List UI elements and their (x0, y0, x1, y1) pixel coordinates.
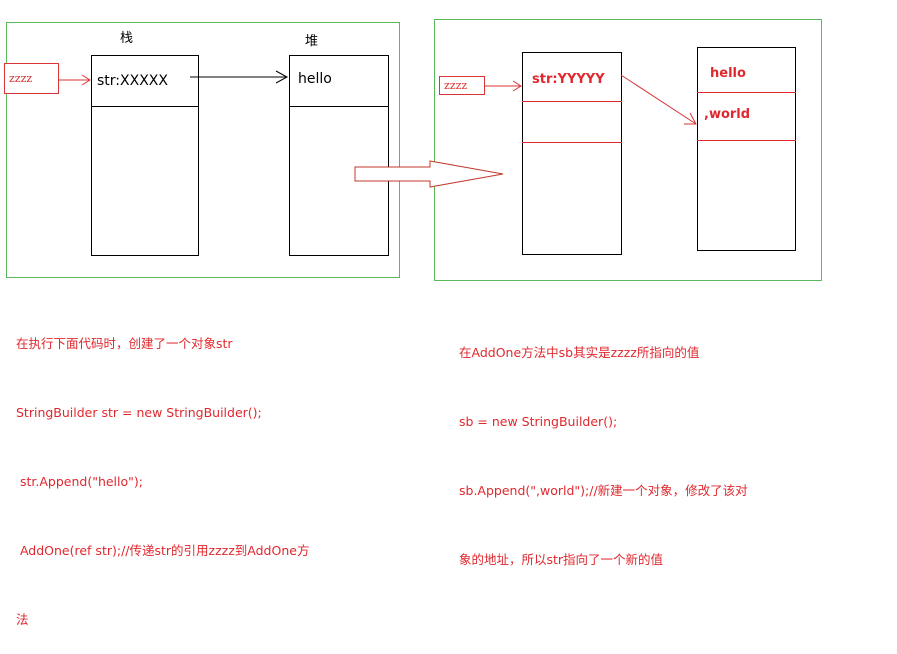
left-stack-box (91, 55, 199, 256)
left-heap-divider (289, 106, 389, 107)
right-caption-line: 在AddOne方法中sb其实是zzzz所指向的值 (459, 345, 700, 360)
right-pointer-arrow (620, 74, 697, 125)
right-heap-divider-2 (697, 140, 796, 141)
left-panel (6, 22, 400, 278)
left-caption-line: 在执行下面代码时，创建了一个对象str (16, 336, 233, 351)
right-stack-divider-1 (522, 101, 622, 102)
transition-arrow (354, 160, 504, 188)
right-ref-arrow (485, 80, 522, 92)
left-stack-divider (91, 106, 199, 107)
left-pointer-arrow (190, 70, 289, 84)
right-stack-cell: str:YYYYY (532, 72, 605, 87)
left-heap-box (289, 55, 389, 256)
right-caption-line: 象的地址，所以str指向了一个新的值 (459, 552, 664, 567)
left-stack-cell: str:XXXXX (97, 73, 168, 89)
stack-label: 栈 (120, 31, 134, 46)
right-heap-box (697, 47, 796, 251)
left-heap-cell: hello (298, 71, 332, 87)
right-stack-box (522, 52, 622, 255)
right-heap-cell-hello: hello (710, 66, 746, 81)
right-panel (434, 19, 822, 281)
left-caption-line: 法 (16, 612, 29, 627)
right-ref-label: zzzz (444, 79, 468, 92)
left-ref-box: zzzz (4, 63, 59, 94)
arrows-layer (59, 70, 697, 188)
left-ref-label: zzzz (9, 72, 33, 85)
right-heap-cell-world: ,world (704, 107, 751, 122)
right-stack-divider-2 (522, 142, 622, 143)
right-ref-box: zzzz (439, 76, 485, 95)
left-caption-line: str.Append("hello"); (16, 474, 143, 489)
right-heap-divider-1 (697, 92, 796, 93)
heap-label: 堆 (305, 34, 319, 49)
left-caption-line: AddOne(ref str);//传递str的引用zzzz到AddOne方 (16, 543, 310, 558)
left-ref-arrow (59, 74, 91, 86)
right-caption-line: sb.Append(",world");//新建一个对象，修改了该对 (459, 483, 748, 498)
